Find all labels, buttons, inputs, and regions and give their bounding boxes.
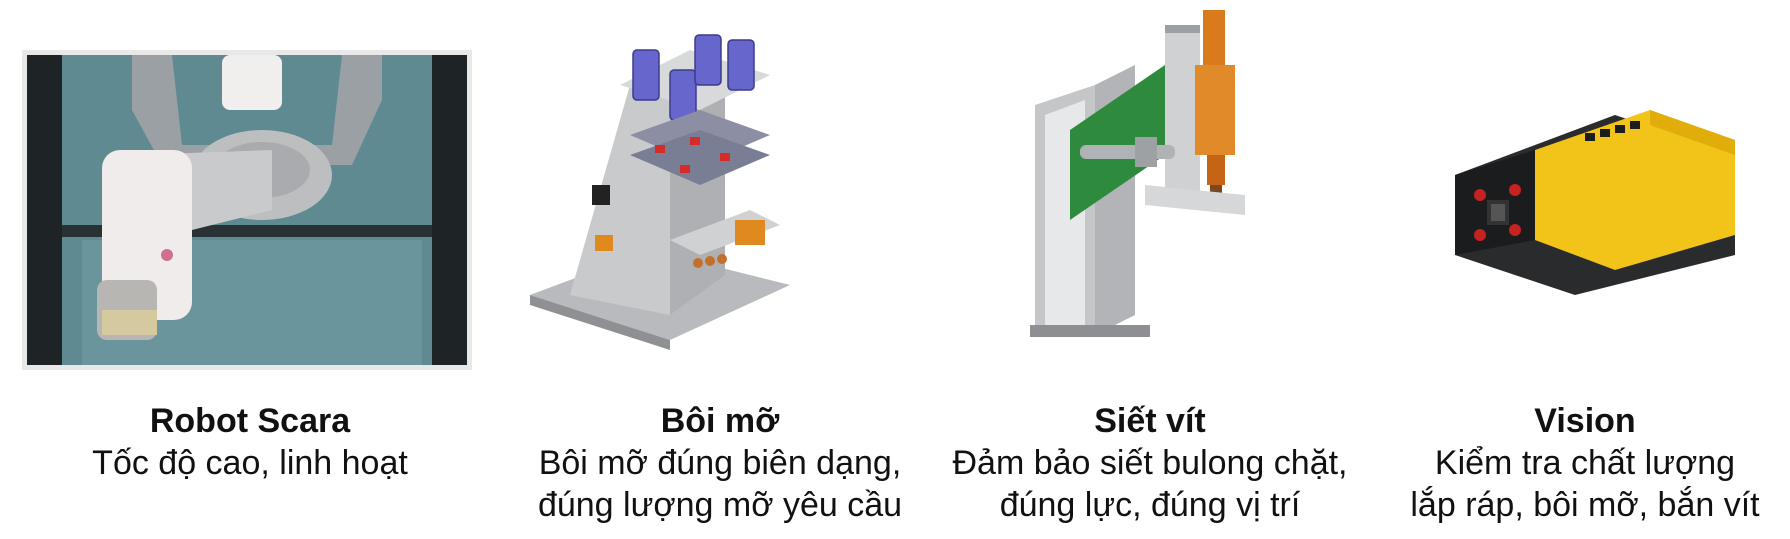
card-siet-vit: Siết vít Đảm bảo siết bulong chặt, đúng … [940,0,1360,539]
caption-siet-vit: Siết vít Đảm bảo siết bulong chặt, đúng … [940,400,1360,526]
card-description-line: đúng lực, đúng vị trí [999,486,1301,524]
card-title: Bôi mỡ [660,402,780,440]
card-vision: Vision Kiểm tra chất lượng lắp ráp, bôi … [1380,0,1790,539]
card-title: Siết vít [1094,402,1206,440]
card-description-line: Tốc độ cao, linh hoạt [92,444,408,482]
card-title: Vision [1534,402,1636,440]
caption-robot-scara: Robot Scara Tốc độ cao, linh hoạt [0,400,500,484]
card-description-line: đúng lượng mỡ yêu cầu [537,486,903,524]
card-description-line: Kiểm tra chất lượng [1434,444,1736,482]
card-description-line: Đảm bảo siết bulong chặt, [952,444,1348,482]
caption-boi-mo: Bôi mỡ Bôi mỡ đúng biên dạng, đúng lượng… [480,400,960,526]
card-robot-scara: Robot Scara Tốc độ cao, linh hoạt [0,0,500,539]
robot-scara-photo [22,50,472,370]
card-description-line: lắp ráp, bôi mỡ, bắn vít [1410,486,1760,524]
vision-camera [1435,95,1745,295]
card-description-line: Bôi mỡ đúng biên dạng, [538,444,902,482]
caption-vision: Vision Kiểm tra chất lượng lắp ráp, bôi … [1380,400,1790,526]
screw-tightening-machine [1025,5,1285,345]
card-boi-mo: Bôi mỡ Bôi mỡ đúng biên dạng, đúng lượng… [480,0,960,539]
card-title: Robot Scara [149,402,351,440]
grease-dispensing-machine [520,25,840,355]
